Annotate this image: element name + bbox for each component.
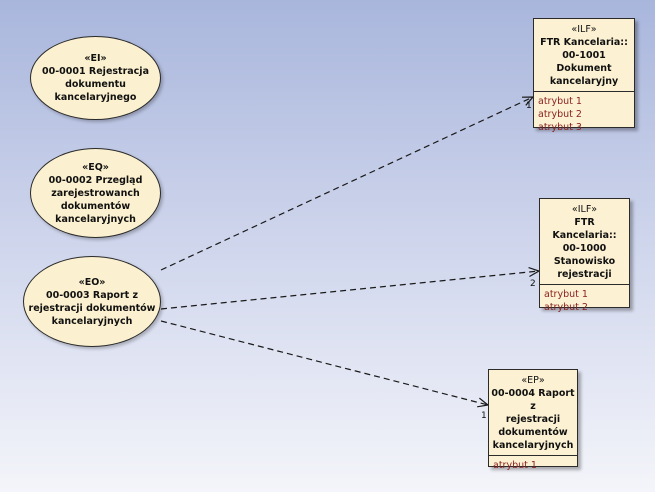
multiplicity-label: 1 [526, 101, 532, 111]
class-name-line: rejestracji [557, 269, 612, 280]
multiplicity-label: 1 [481, 411, 487, 421]
usecase-name-line: rejestracji dokumentów [28, 302, 156, 314]
arrowhead [477, 397, 490, 408]
class-name-line: FTR Kancelaria:: [540, 37, 628, 48]
usecase-stereotype: «EQ» [82, 161, 109, 173]
class-stereotype: «ILF» [571, 204, 598, 215]
class-attribute: atrybut 2 [538, 109, 582, 120]
usecase-name-line: dokumentu [65, 79, 126, 90]
class-name-line: 00-1000 [562, 243, 607, 254]
class-name-line: FTR Kancelaria:: [552, 217, 617, 241]
usecase-name-line: 00-0001 Rejestracja [42, 66, 149, 77]
class-ep-raport[interactable]: «EP» 00-0004 Raport z rejestracji dokume… [488, 369, 578, 471]
class-attribute: atrybut 1 [493, 460, 537, 471]
usecase-name-line: 00-0002 Przegląd [48, 174, 143, 186]
class-name-line: dokumentów [498, 427, 568, 438]
class-header: «ILF» FTR Kancelaria:: 00-1000 Stanowisk… [540, 199, 629, 285]
class-attribute: atrybut 1 [544, 289, 588, 300]
class-header: «EP» 00-0004 Raport z rejestracji dokume… [489, 370, 577, 456]
class-name-line: Stanowisko [553, 256, 616, 267]
usecase-stereotype: «EO» [78, 276, 106, 288]
class-name-line: 00-0004 Raport z [491, 388, 575, 412]
class-attribute: atrybut 2 [544, 302, 588, 313]
usecase-eo-raport[interactable]: «EO» 00-0003 Raport z rejestracji dokume… [23, 256, 161, 347]
class-stereotype: «ILF» [571, 24, 597, 35]
class-attributes: atrybut 1 [489, 456, 577, 474]
usecase-stereotype: «EI» [84, 53, 107, 64]
usecase-ei-rejestracja[interactable]: «EI» 00-0001 Rejestracja dokumentu kance… [30, 36, 161, 120]
class-attributes: atrybut 1 atrybut 2 atrybut 3 [534, 92, 634, 136]
usecase-name-line: dokumentów [60, 200, 131, 212]
usecase-name-line: kancelaryjnych [51, 315, 133, 327]
connector-eo-to-stanowisko[interactable] [160, 270, 540, 310]
class-ilf-stanowisko-rejestracji[interactable]: «ILF» FTR Kancelaria:: 00-1000 Stanowisk… [539, 198, 630, 313]
usecase-name-line: 00-0003 Raport z [45, 289, 139, 301]
class-stereotype: «EP» [521, 375, 545, 386]
class-attribute: atrybut 3 [538, 122, 582, 133]
usecase-name-line: zarejestrowanch [51, 187, 140, 199]
connector-eo-to-dokument[interactable] [160, 96, 534, 271]
class-name-line: rejestracji [505, 414, 561, 425]
class-attributes: atrybut 1 atrybut 2 [540, 285, 629, 316]
class-ilf-dokument-kancelaryjny[interactable]: «ILF» FTR Kancelaria:: 00-1001 Dokument … [533, 18, 635, 133]
usecase-name-line: kancelaryjnych [55, 213, 136, 225]
multiplicity-label: 2 [530, 279, 536, 289]
class-name-line: 00-1001 Dokument [556, 50, 612, 74]
connector-eo-to-ep-raport[interactable] [160, 320, 489, 406]
class-header: «ILF» FTR Kancelaria:: 00-1001 Dokument … [534, 19, 634, 92]
usecase-eq-przeglad[interactable]: «EQ» 00-0002 Przegląd zarejestrowanch do… [30, 148, 161, 238]
usecase-name-line: kancelaryjnego [54, 92, 137, 103]
class-attribute: atrybut 1 [538, 96, 582, 107]
class-name-line: kancelaryjnych [492, 440, 574, 451]
class-name-line: kancelaryjny [549, 76, 619, 87]
